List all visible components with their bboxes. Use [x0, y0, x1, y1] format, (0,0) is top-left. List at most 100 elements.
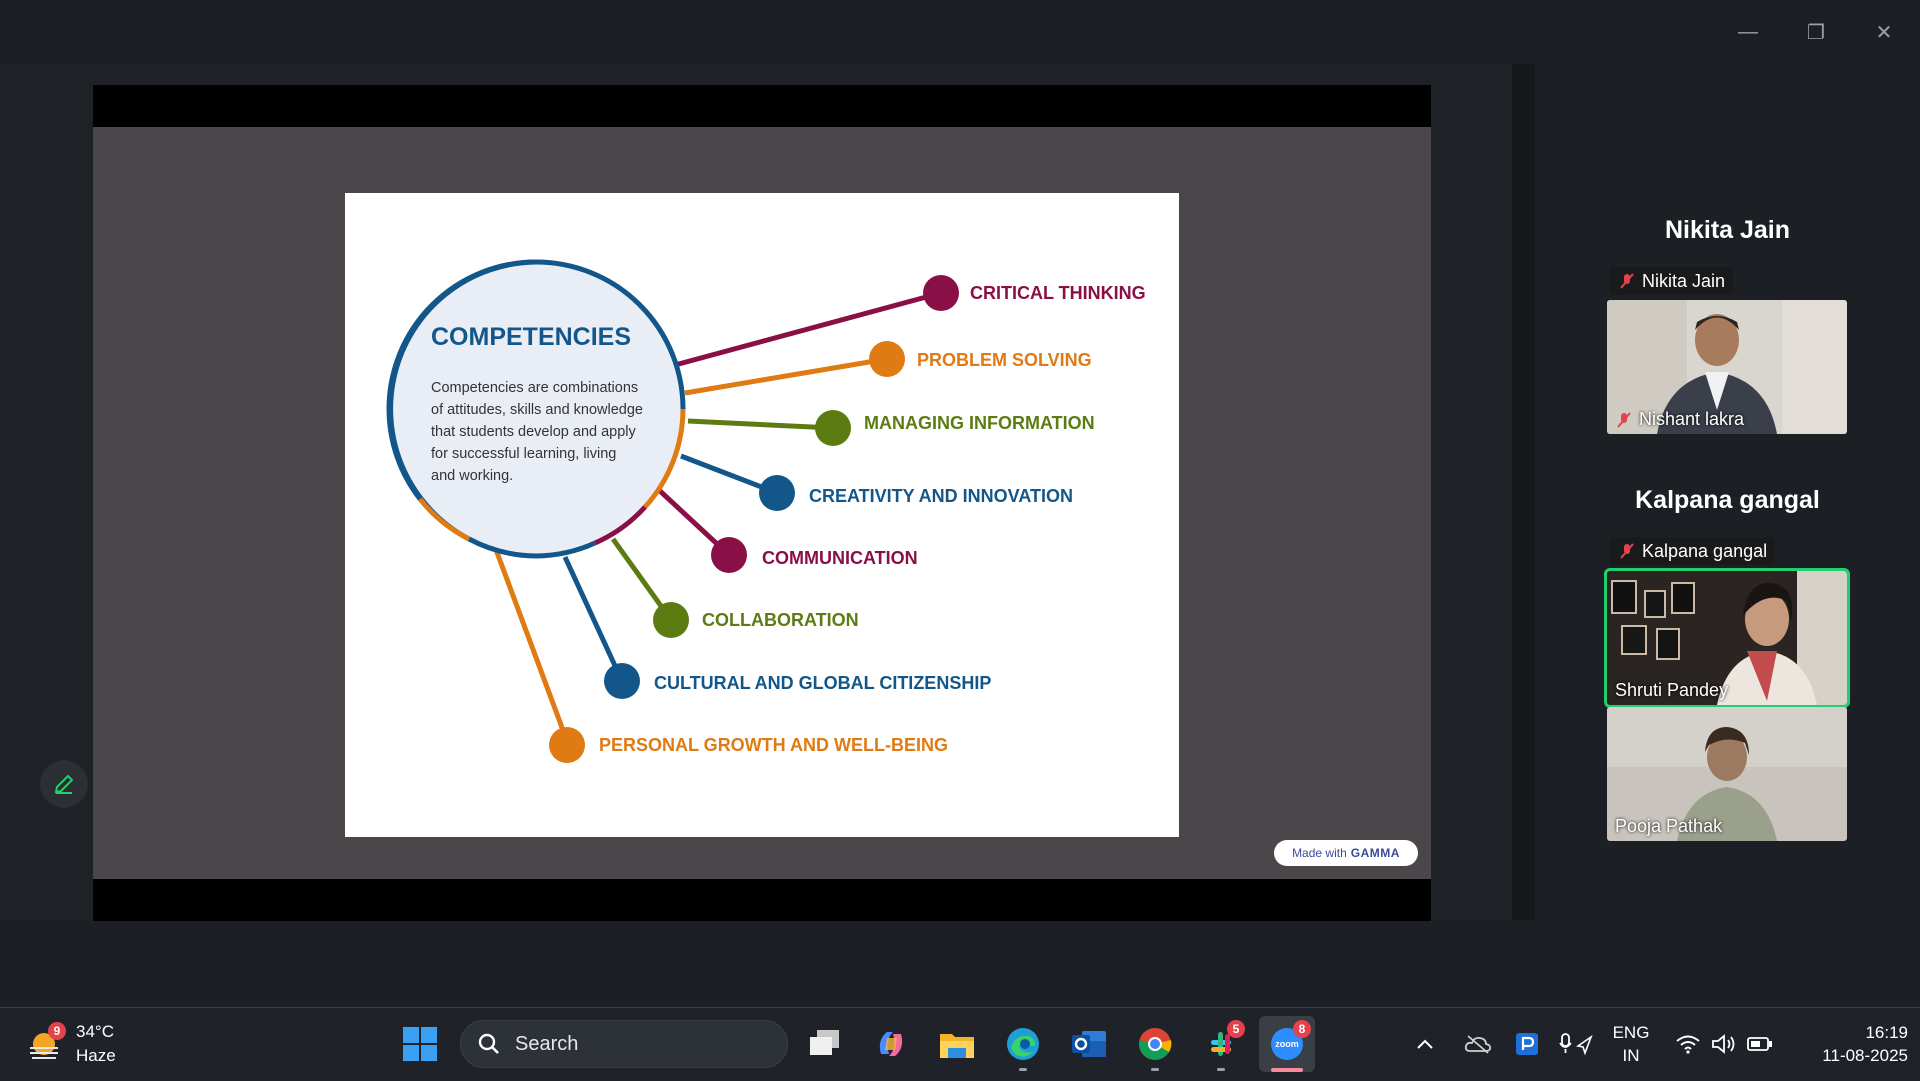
- weather-badge: 9: [48, 1022, 66, 1040]
- volume-icon: [1712, 1034, 1735, 1054]
- task-view-button[interactable]: [805, 1024, 845, 1064]
- start-button[interactable]: [400, 1024, 440, 1064]
- pencil-icon: [54, 774, 74, 794]
- onedrive-button[interactable]: [1462, 1024, 1494, 1064]
- video-name: Shruti Pandey: [1615, 680, 1729, 700]
- gamma-logo: GAMMA: [1350, 846, 1400, 860]
- taskbar-search[interactable]: Search: [460, 1020, 788, 1068]
- outlook-button[interactable]: [1069, 1024, 1109, 1064]
- item-communication: COMMUNICATION: [711, 537, 918, 573]
- battery-button[interactable]: [1742, 1024, 1778, 1064]
- mic-location-button[interactable]: [1556, 1024, 1596, 1064]
- clock[interactable]: 16:19 11-08-2025: [1788, 1021, 1908, 1067]
- language-code: ENG: [1612, 1023, 1650, 1042]
- volume-button[interactable]: [1706, 1024, 1742, 1064]
- panel-divider: [1512, 64, 1535, 920]
- copilot-button[interactable]: [871, 1024, 911, 1064]
- clock-date: 11-08-2025: [1822, 1046, 1908, 1065]
- participant-header: Nikita Jain: [1664, 216, 1791, 244]
- video-feed: [1607, 571, 1847, 705]
- video-feed: [1607, 707, 1847, 841]
- video-tile[interactable]: Pooja Pathak: [1607, 707, 1847, 841]
- close-button[interactable]: ✕: [1864, 14, 1904, 50]
- hub-title: COMPETENCIES: [431, 323, 631, 351]
- region-code: IN: [1622, 1046, 1640, 1065]
- file-explorer-button[interactable]: [937, 1024, 977, 1064]
- badge-prefix: Made with: [1292, 846, 1347, 860]
- windows-logo-icon: [403, 1027, 437, 1061]
- haze-sun-icon: [30, 1033, 58, 1059]
- zoom-button[interactable]: zoom 8: [1259, 1016, 1315, 1072]
- copilot-icon: [879, 1032, 903, 1056]
- made-with-gamma-badge[interactable]: Made with GAMMA: [1274, 840, 1418, 866]
- slack-button[interactable]: 5: [1201, 1020, 1245, 1064]
- connector-cultural: [562, 555, 625, 683]
- hub-description: Competencies are combinations of attitud…: [431, 380, 647, 484]
- video-name-tag: Shruti Pandey: [1615, 680, 1728, 701]
- tray-app-icon: [1516, 1033, 1538, 1055]
- tray-app-button[interactable]: [1512, 1024, 1542, 1064]
- video-name: Nishant lakra: [1639, 409, 1745, 429]
- restore-icon: ❐: [1807, 21, 1825, 44]
- close-icon: ✕: [1875, 21, 1893, 44]
- video-name: Pooja Pathak: [1615, 816, 1723, 836]
- zoom-logo-text: zoom: [1275, 1039, 1299, 1049]
- video-name-tag: Pooja Pathak: [1615, 816, 1722, 837]
- annotate-button[interactable]: [40, 760, 88, 808]
- folder-icon: [940, 1034, 974, 1058]
- wifi-button[interactable]: [1670, 1024, 1706, 1064]
- zoom-icon: [1271, 1028, 1303, 1060]
- item-cultural-and-global-citizenship: CULTURAL AND GLOBAL CITIZENSHIP: [604, 663, 991, 699]
- zoom-badge: 8: [1293, 1020, 1311, 1038]
- clock-time: 16:19: [1865, 1023, 1908, 1042]
- show-hidden-icons-button[interactable]: [1410, 1024, 1440, 1064]
- connector-personal-growth: [492, 546, 570, 742]
- svg-text:CREATIVITY AND INNOVATION: CREATIVITY AND INNOVATION: [809, 486, 1073, 506]
- participant-name-tag: Nikita Jain: [1610, 267, 1734, 295]
- item-problem-solving: PROBLEM SOLVING: [869, 341, 1092, 377]
- participants-panel: [1535, 64, 1920, 1006]
- restore-button[interactable]: ❐: [1796, 14, 1836, 50]
- edge-button[interactable]: [1003, 1024, 1043, 1064]
- svg-text:PERSONAL GROWTH AND WELL-BEING: PERSONAL GROWTH AND WELL-BEING: [599, 735, 948, 755]
- search-icon: [478, 1033, 499, 1054]
- window-titlebar: [0, 0, 1920, 64]
- slack-badge: 5: [1227, 1020, 1245, 1038]
- connector-problem-solving: [684, 356, 888, 396]
- weather-widget[interactable]: 9 34°C Haze: [26, 1022, 126, 1066]
- item-personal-growth-and-well-being: PERSONAL GROWTH AND WELL-BEING: [549, 727, 948, 763]
- svg-text:COMMUNICATION: COMMUNICATION: [762, 548, 918, 568]
- connector-critical-thinking: [674, 290, 942, 368]
- participant-name: Kalpana gangal: [1642, 540, 1768, 561]
- participant-name: Nikita Jain: [1642, 270, 1726, 291]
- item-collaboration: COLLABORATION: [653, 602, 859, 638]
- item-managing-information: MANAGING INFORMATION: [815, 410, 1095, 446]
- participant-name-tag: Kalpana gangal: [1610, 537, 1776, 565]
- mic-muted-icon: [1620, 273, 1634, 289]
- video-tile-active-speaker[interactable]: Shruti Pandey: [1604, 568, 1850, 708]
- onedrive-offline-icon: [1464, 1035, 1492, 1054]
- edge-running-indicator: [1019, 1068, 1027, 1071]
- chrome-icon: [1139, 1028, 1172, 1060]
- item-critical-thinking: CRITICAL THINKING: [923, 275, 1146, 311]
- svg-text:CRITICAL THINKING: CRITICAL THINKING: [970, 283, 1146, 303]
- hub-circle: [389, 262, 683, 556]
- svg-text:PROBLEM SOLVING: PROBLEM SOLVING: [917, 350, 1092, 370]
- chrome-button[interactable]: [1135, 1024, 1175, 1064]
- svg-text:COLLABORATION: COLLABORATION: [702, 610, 859, 630]
- outlook-icon: [1072, 1031, 1106, 1057]
- weather-condition: Haze: [76, 1046, 116, 1065]
- participant-header: Kalpana gangal: [1635, 486, 1820, 514]
- connector-managing-information: [687, 418, 834, 431]
- battery-icon: [1747, 1037, 1772, 1051]
- task-view-icon: [810, 1030, 839, 1055]
- minimize-button[interactable]: —: [1728, 14, 1768, 50]
- mic-muted-icon: [1620, 543, 1634, 559]
- chevron-up-icon: [1417, 1039, 1433, 1049]
- language-indicator[interactable]: ENG IN: [1606, 1021, 1656, 1067]
- wifi-icon: [1676, 1035, 1700, 1054]
- slack-icon: [1211, 1032, 1231, 1056]
- video-tile[interactable]: Nishant lakra: [1607, 300, 1847, 434]
- mic-muted-icon: [1617, 411, 1631, 428]
- slide: COMPETENCIES Competencies are combinatio…: [345, 193, 1179, 837]
